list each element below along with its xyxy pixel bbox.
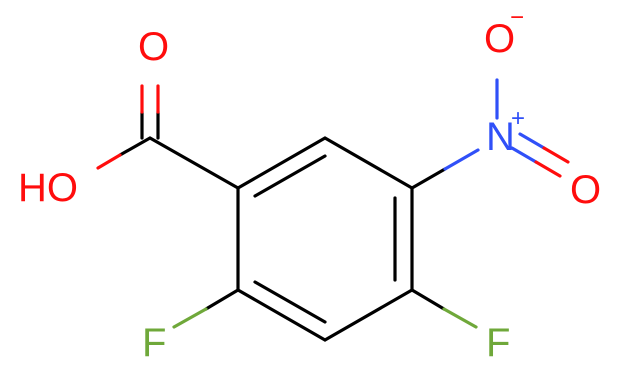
- bond-c-oh-dark: [118, 136, 152, 157]
- ring-bond-c2-c3: [323, 136, 414, 190]
- nitro-nitrogen-charge: +: [511, 105, 525, 132]
- nitro-oxygen-top-charge: −: [510, 4, 524, 31]
- carboxylic-acid-group: O HO: [18, 25, 240, 210]
- benzene-ring: [236, 136, 414, 342]
- bond-n-o-double-b-red: [542, 146, 570, 164]
- ring-bond-c5-c6-inner: [253, 280, 327, 324]
- ring-bond-c4-c5: [323, 288, 414, 342]
- nitro-oxygen-top-label: O: [484, 17, 515, 61]
- bond-ring-to-n-blue: [443, 148, 480, 171]
- fluorine-right-label: F: [486, 321, 510, 365]
- bond-ring-to-f-right-dark: [410, 288, 446, 311]
- bond-ring-to-carboxyl: [148, 136, 240, 190]
- bond-ring-to-f-left-dark: [204, 288, 240, 311]
- bond-ring-to-n-dark: [410, 167, 447, 190]
- carbonyl-oxygen-label: O: [138, 25, 169, 69]
- fluorine-left-label: F: [142, 321, 166, 365]
- ring-bond-c1-c2: [236, 136, 327, 190]
- bond-c-oh-red: [96, 153, 122, 170]
- nitro-group: N + O − O: [410, 4, 601, 212]
- bond-n-o-double-a-red: [534, 160, 562, 178]
- bond-ring-to-f-left-green: [172, 307, 208, 329]
- fluorine-substituents: F F: [142, 288, 510, 365]
- bond-n-o-double-b-blue: [518, 132, 546, 150]
- bond-ring-to-f-right-green: [442, 307, 478, 329]
- bond-n-o-double-a-blue: [510, 146, 538, 164]
- nitro-oxygen-right-label: O: [570, 168, 601, 212]
- nitro-nitrogen-label: N: [486, 115, 515, 159]
- ring-bond-c5-c6: [236, 288, 327, 342]
- ring-bond-c1-c2-inner: [253, 154, 327, 198]
- hydroxyl-label: HO: [18, 166, 78, 210]
